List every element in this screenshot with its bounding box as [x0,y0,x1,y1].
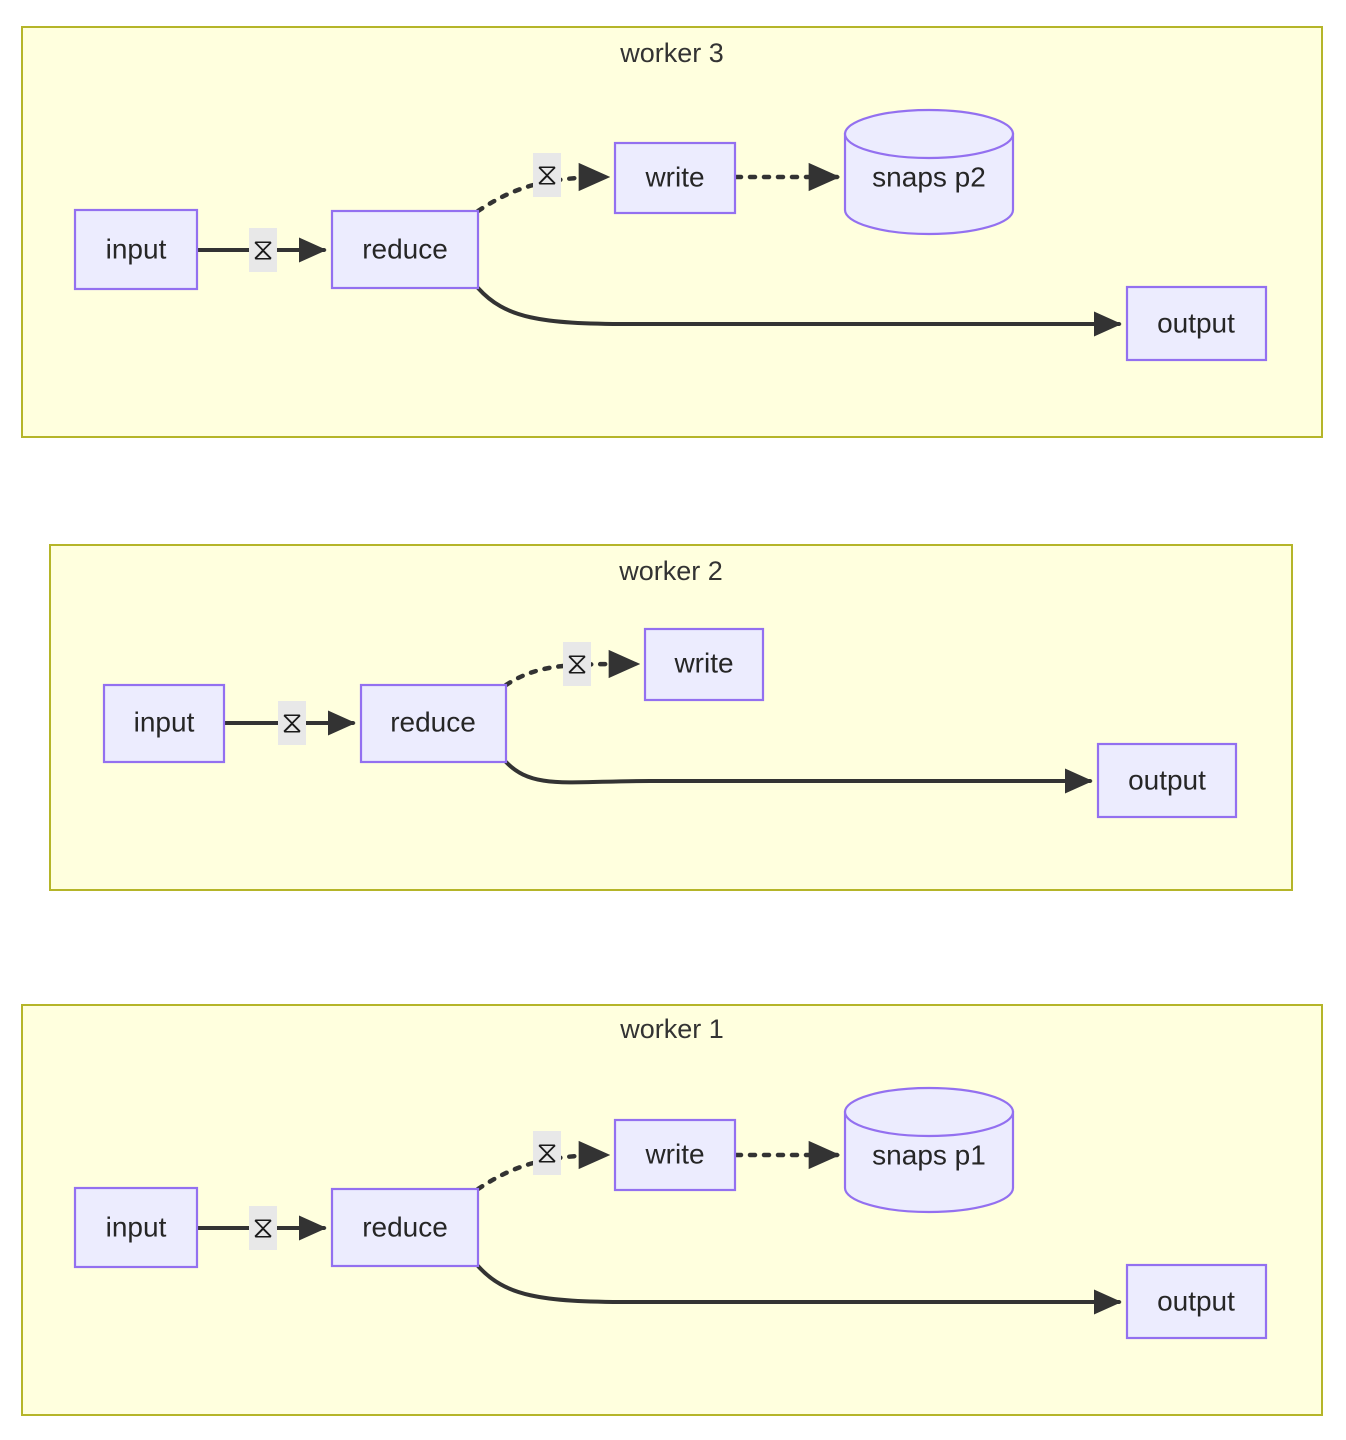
edge-label-reduce-write: ⧖ [533,1131,561,1175]
node-label: snaps p1 [872,1139,986,1170]
node-box[interactable] [330,209,480,290]
cluster-worker-1: worker 1 ⧖ ⧖ input reduce [21,1004,1323,1416]
hourglass-icon: ⧖ [252,233,273,268]
node-box[interactable] [613,141,737,215]
edge-label-bg [249,1206,277,1250]
node-snaps-p2[interactable]: snaps p2 [843,108,1015,236]
node-input[interactable]: input [73,1186,199,1269]
node-output[interactable]: output [1096,742,1238,819]
node-write[interactable]: write [643,627,765,702]
edge-reduce-to-output [476,286,1122,337]
database-cylinder-top [843,108,1015,160]
edge-label-input-reduce: ⧖ [278,701,306,745]
node-label: output [1157,1285,1235,1316]
node-reduce[interactable]: reduce [330,1187,480,1268]
edge-reduce-to-output [476,1264,1122,1315]
node-label: input [106,1211,167,1242]
node-box[interactable] [1125,285,1268,362]
node-label: reduce [390,706,476,737]
hourglass-icon: ⧖ [566,647,587,682]
edge-label-bg [533,153,561,197]
node-label: output [1157,307,1235,338]
node-input[interactable]: input [102,683,226,764]
node-label: write [644,161,704,192]
edge-label-reduce-write: ⧖ [563,642,591,686]
node-write[interactable]: write [613,1118,737,1192]
node-reduce[interactable]: reduce [330,209,480,290]
edge-label-input-reduce: ⧖ [249,1206,277,1250]
cluster-border-worker-3 [21,26,1323,438]
node-label: output [1128,764,1206,795]
node-reduce[interactable]: reduce [359,683,508,764]
edge-label-bg [563,642,591,686]
cluster-title-worker-2: worker 2 [618,556,723,586]
node-box[interactable] [643,627,765,702]
node-box[interactable] [330,1187,480,1268]
edge-label-bg [278,701,306,745]
node-input[interactable]: input [73,208,199,291]
node-box[interactable] [1096,742,1238,819]
hourglass-icon: ⧖ [536,158,557,193]
node-box[interactable] [102,683,226,764]
edge-label-bg [533,1131,561,1175]
edge-reduce-to-write [503,649,641,688]
node-label: reduce [362,1211,448,1242]
cluster-border-worker-1 [21,1004,1323,1416]
hourglass-icon: ⧖ [281,706,302,741]
edge-reduce-to-write [475,1140,611,1192]
hourglass-icon: ⧖ [252,1211,273,1246]
node-label: reduce [362,233,448,264]
cluster-worker-3: worker 3 ⧖ ⧖ input [21,26,1323,438]
node-box[interactable] [73,208,199,291]
node-label: snaps p2 [872,161,986,192]
cluster-title-worker-1: worker 1 [619,1014,724,1044]
node-label: write [644,1138,704,1169]
database-cylinder-top [843,1086,1015,1138]
node-write[interactable]: write [613,141,737,215]
edge-label-reduce-write: ⧖ [533,153,561,197]
database-cylinder-icon[interactable] [843,1110,1015,1214]
cluster-worker-2: worker 2 ⧖ ⧖ input reduce [49,544,1293,891]
node-output[interactable]: output [1125,285,1268,362]
edge-label-input-reduce: ⧖ [249,228,277,272]
database-cylinder-icon[interactable] [843,132,1015,236]
edge-reduce-to-output [504,760,1093,794]
node-snaps-p1[interactable]: snaps p1 [843,1086,1015,1214]
node-label: input [106,233,167,264]
hourglass-icon: ⧖ [536,1136,557,1171]
edge-reduce-to-write [475,162,611,214]
cluster-border-worker-2 [49,544,1293,891]
node-box[interactable] [359,683,508,764]
node-box[interactable] [613,1118,737,1192]
cluster-title-worker-3: worker 3 [619,38,724,68]
node-box[interactable] [73,1186,199,1269]
edge-label-bg [249,228,277,272]
node-box[interactable] [1125,1263,1268,1340]
node-label: input [134,706,195,737]
node-label: write [673,647,733,678]
node-output[interactable]: output [1125,1263,1268,1340]
